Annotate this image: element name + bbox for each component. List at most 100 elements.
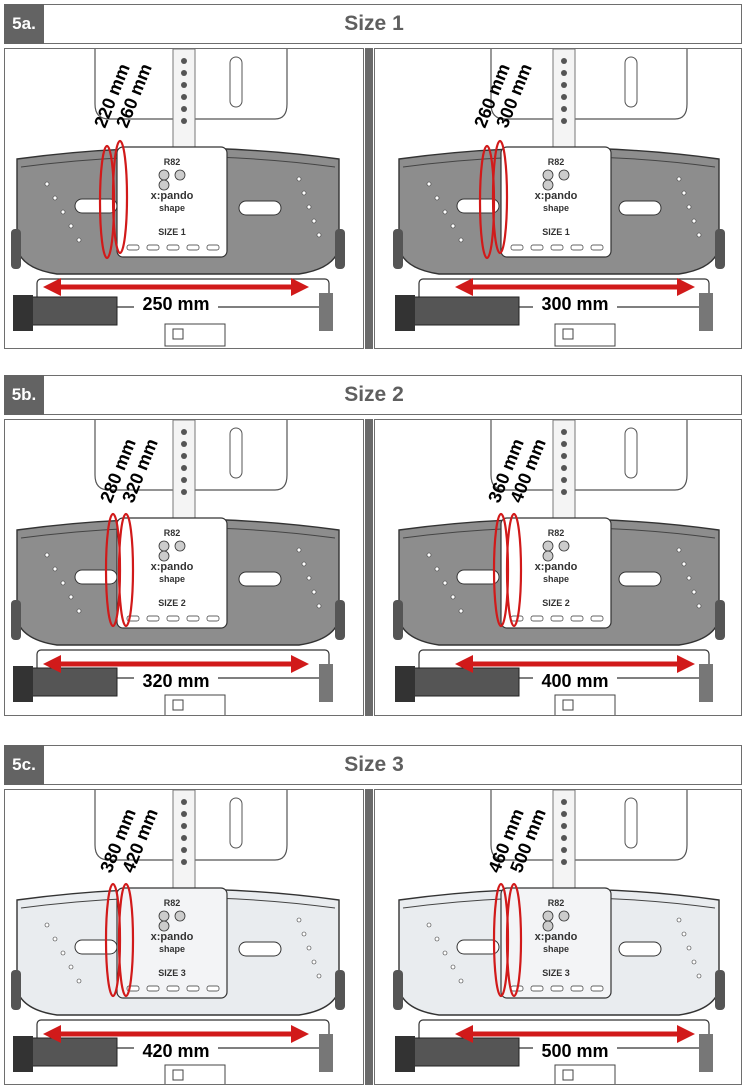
shell-hole [301,190,307,196]
shell-hole [316,603,322,609]
side-hinge-left [11,970,21,1010]
shell-slot-left [74,198,118,214]
mount-hole [561,799,567,805]
width-label-bg [134,1040,218,1062]
shell-slot-right [618,941,662,957]
plate-slot [126,244,140,251]
shell-hole [60,580,66,586]
seat-clamp-block [26,667,118,697]
base-foot-hole [562,328,574,340]
logo-text: x:pando [535,190,578,202]
shell-hole [696,232,702,238]
section-title: Size 2 [344,383,404,406]
plate-slot [590,985,604,992]
width-arrow-head-left [455,278,473,296]
shell-hole [442,950,448,956]
plate-knob [542,540,554,552]
mount-hole [181,453,187,459]
shell-hole [458,978,464,984]
plate-knob [158,179,170,191]
mount-hole [561,82,567,88]
shell-hole [426,181,432,187]
plate-size-label: SIZE 3 [542,968,570,978]
plate-knob [558,540,570,552]
mount-hole [181,82,187,88]
width-label: 320 mm [142,671,209,691]
seat-clamp-end [699,664,713,702]
shell-hole [296,917,302,923]
seat-clamp-block [26,296,118,326]
depth-marker-b [111,139,129,255]
mount-hole [181,823,187,829]
width-label: 300 mm [541,294,608,314]
mount-hole [181,58,187,64]
section-tag: 5c. [4,745,44,785]
mount-hole [561,58,567,64]
shell-hole [60,950,66,956]
mount-hole [561,477,567,483]
seat-clamp-end [395,666,415,702]
plate-slot [570,244,584,251]
plate-knob [542,920,554,932]
section-header: 5b. Size 2 [4,375,742,415]
mount-hole [181,70,187,76]
mount-bracket [490,790,688,861]
shell-slot-right [238,941,282,957]
plate-size-label: SIZE 2 [158,598,186,608]
shell-hole [52,566,58,572]
plate-slot [206,244,220,251]
plate-slot [166,985,180,992]
mount-hole [561,453,567,459]
mount-hole [561,429,567,435]
shell-hole [434,566,440,572]
seat-clamp-end [13,295,33,331]
shell-hole [301,931,307,937]
shell-slot-left [456,198,500,214]
mount-hole [181,859,187,865]
width-arrow-head-right [291,278,309,296]
mount-slot [624,56,638,108]
section-header: 5a. Size 1 [4,4,742,44]
plate-slot [530,985,544,992]
plate-size-label: SIZE 1 [542,227,570,237]
mount-hole [561,859,567,865]
shell-hole [76,608,82,614]
panel-divider [365,48,373,349]
side-hinge-right [335,970,345,1010]
plate-knob [158,550,170,562]
panel-divider [365,419,373,716]
plate-slot [530,244,544,251]
center-plate [500,146,612,258]
plate-slot [550,985,564,992]
side-hinge-left [11,600,21,640]
plate-knob [158,169,170,181]
mount-hole [561,489,567,495]
mount-hole [561,106,567,112]
side-hinge-right [715,600,725,640]
seat-clamp-end [699,1034,713,1072]
mount-hole [181,465,187,471]
shell-hole [426,552,432,558]
mount-bracket [490,420,688,491]
mount-hole [561,441,567,447]
shell-hole [44,552,50,558]
shell-hole [681,931,687,937]
seat-clamp-end [699,293,713,331]
shell-hole [450,223,456,229]
maker-mark: R82 [548,157,565,167]
shell-hole [458,237,464,243]
width-label-bg [533,1040,617,1062]
shell-hole [44,181,50,187]
width-arrow-head-right [677,1025,695,1043]
side-hinge-left [11,229,21,269]
width-label-bg [533,293,617,315]
logo-text: x:pando [151,561,194,573]
plate-slot [590,244,604,251]
plate-slot [146,615,160,622]
plate-slot [166,615,180,622]
